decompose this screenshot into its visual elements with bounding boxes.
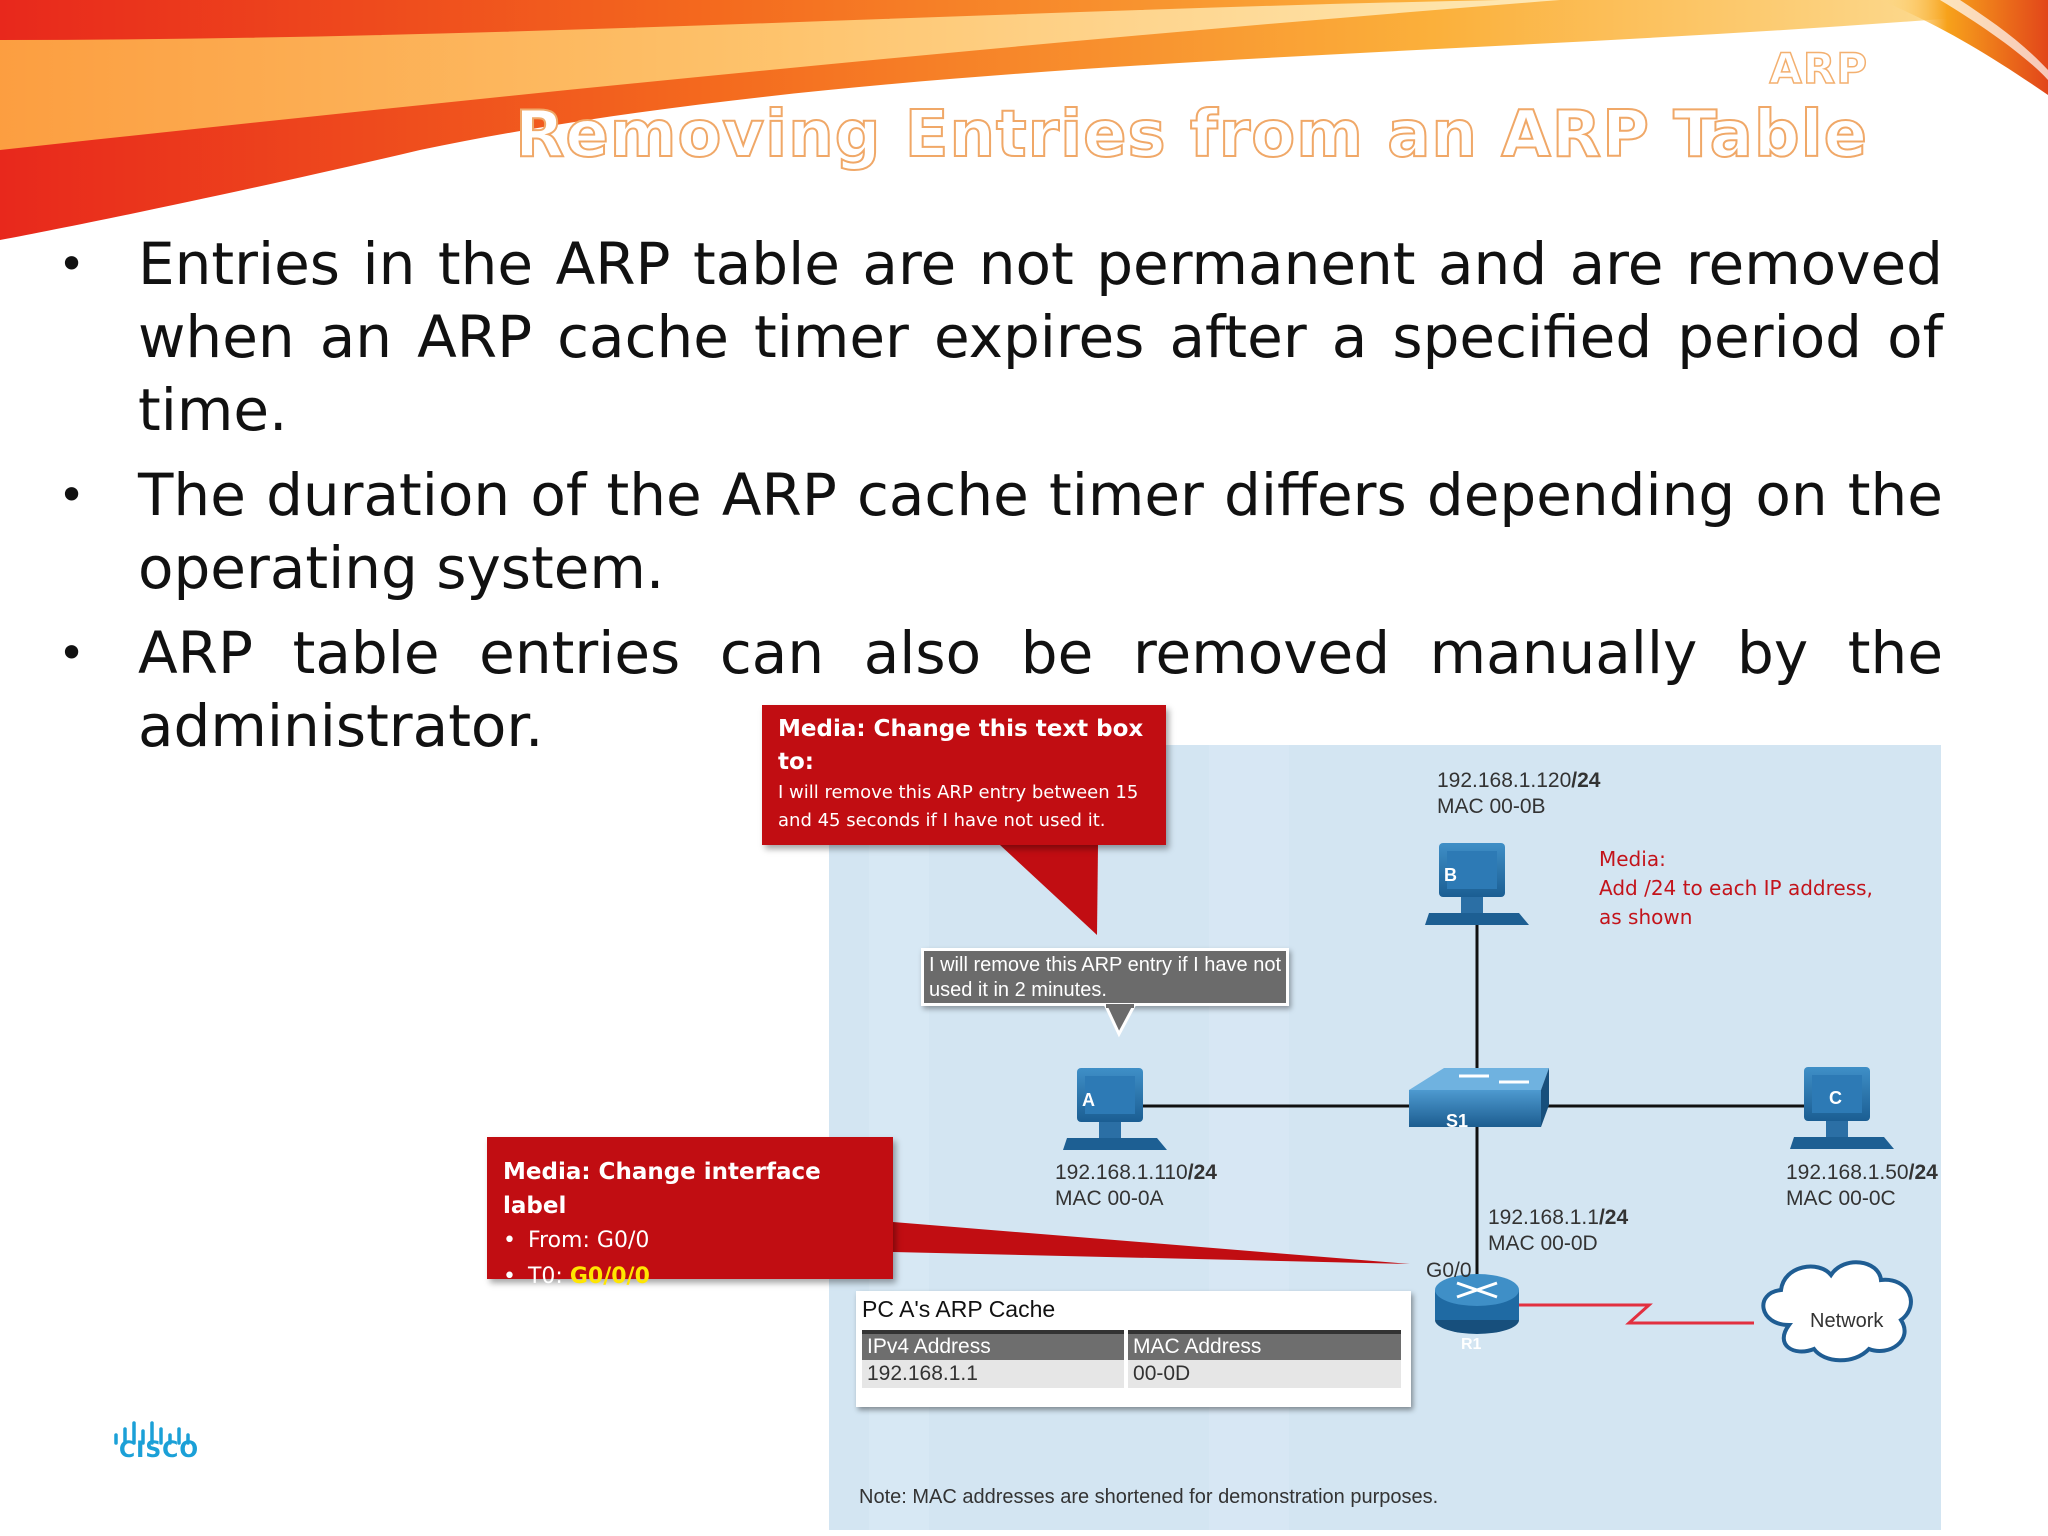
pc-c-badge: C	[1829, 1088, 1842, 1108]
bullet-list: • Entries in the ARP table are not perma…	[58, 228, 1943, 775]
pc-b-icon	[1425, 843, 1529, 925]
column-header: MAC Address	[1126, 1330, 1405, 1360]
table-cell: 192.168.1.1	[862, 1360, 1129, 1388]
media-callout-textbox: Media: Change this text box to: I will r…	[762, 705, 1166, 845]
slide-title: Removing Entries from an ARP Table	[514, 97, 1868, 173]
cisco-logo-text: CISCO	[119, 1438, 200, 1463]
cisco-logo-icon	[114, 1421, 190, 1445]
switch-label: S1	[1446, 1111, 1469, 1131]
arp-cache-title: PC A's ARP Cache	[862, 1296, 1056, 1322]
bullet-text: ARP table entries can also be removed ma…	[138, 619, 1943, 760]
media-note: Media: Add /24 to each IP address, as sh…	[1599, 847, 1873, 929]
bullet-item: • ARP table entries can also be removed …	[58, 617, 1943, 763]
table-row: 192.168.1.1 00-0D	[862, 1360, 1405, 1388]
cloud-icon	[1761, 1260, 1913, 1363]
bullet-item: • The duration of the ARP cache timer di…	[58, 459, 1943, 605]
network-label: Network	[1810, 1310, 1884, 1332]
bullet-item: • Entries in the ARP table are not perma…	[58, 228, 1943, 447]
pc-c-icon	[1790, 1067, 1894, 1149]
media-callout-interface: Media: Change interface label From: G0/0…	[487, 1137, 893, 1289]
callout-heading: Media: Change this text box to:	[778, 716, 1144, 775]
column-header: IPv4 Address	[862, 1330, 1129, 1360]
diagram-note: Note: MAC addresses are shortened for de…	[859, 1486, 1439, 1508]
pc-b-badge: B	[1444, 865, 1457, 885]
pc-a-icon	[1063, 1068, 1167, 1150]
callout-from: From: G0/0	[503, 1223, 877, 1259]
callout-body: I will remove this ARP entry between 15 …	[778, 782, 1139, 831]
speech-bubble: I will remove this ARP entry if I have n…	[921, 948, 1289, 1006]
router-label: R1	[1461, 1336, 1482, 1353]
table-header-row: IPv4 Address MAC Address	[862, 1330, 1405, 1360]
callout-heading: Media: Change interface label	[503, 1159, 821, 1219]
bullet-text: Entries in the ARP table are not permane…	[138, 230, 1943, 444]
bullet-dot: •	[58, 237, 86, 291]
callout-to: T0: G0/0/0	[503, 1259, 877, 1295]
header-swoosh	[0, 0, 2048, 240]
callout-list: From: G0/0 T0: G0/0/0	[503, 1223, 877, 1295]
bullet-dot: •	[58, 468, 86, 522]
speech-bubble-tail	[1103, 1004, 1137, 1038]
section-title: ARP	[1769, 43, 1868, 94]
router-icon	[1435, 1274, 1519, 1334]
arp-cache-table: IPv4 Address MAC Address 192.168.1.1 00-…	[862, 1330, 1405, 1388]
table-cell: 00-0D	[1126, 1360, 1405, 1388]
bullet-text: The duration of the ARP cache timer diff…	[138, 461, 1943, 602]
switch-icon	[1409, 1068, 1549, 1127]
arp-cache-panel: PC A's ARP Cache IPv4 Address MAC Addres…	[856, 1291, 1411, 1407]
bullet-dot: •	[58, 626, 86, 680]
pc-a-badge: A	[1082, 1090, 1095, 1110]
router-interface-label: G0/0	[1426, 1259, 1472, 1282]
